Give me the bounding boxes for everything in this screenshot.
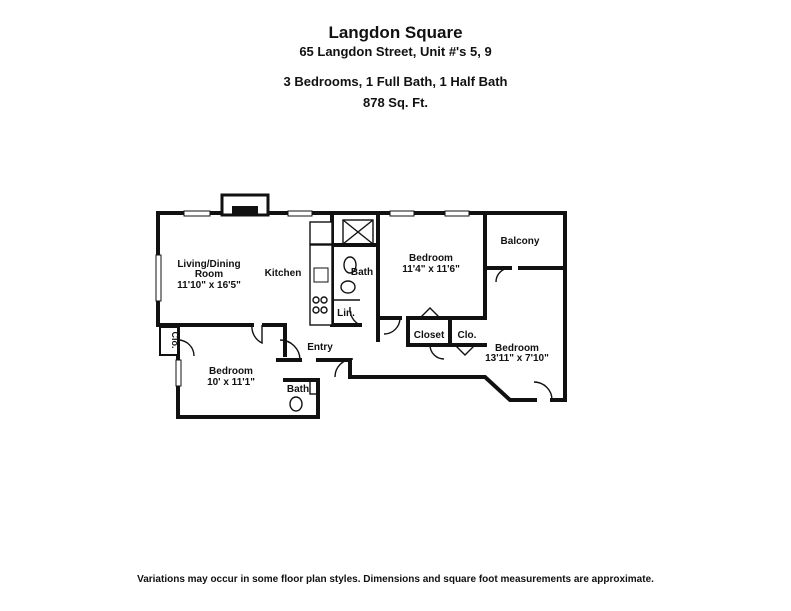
left-bedroom-label: Bedroom [209,366,253,377]
closet-left-label: Clo. [170,332,180,349]
living-room-label: Living/Dining [177,259,240,270]
balcony-label: Balcony [501,236,540,247]
left-bedroom-dims: 10' x 11'1" [207,377,255,388]
closet-label: Closet [414,330,445,341]
window [287,210,313,217]
fireplace [232,206,258,215]
stove-icon [312,296,328,314]
window [389,210,415,217]
main-bedroom-label: Bedroom [409,253,453,264]
bath-sink-icon [340,280,356,294]
full-bath-label: Bath [351,267,373,278]
kitchen-label: Kitchen [265,268,302,279]
shower-icon [342,219,374,245]
unit-layout: 3 Bedrooms, 1 Full Bath, 1 Half Bath [283,74,508,89]
right-bedroom-label: Bedroom [495,343,539,354]
window [175,359,182,387]
living-room-dims: 11'10" x 16'5" [177,280,241,291]
kitchen-counter [309,244,333,326]
unit-address: 65 Langdon Street, Unit #'s 5, 9 [299,44,492,59]
window [155,254,162,302]
closet-2-label: Clo. [458,330,477,341]
main-bedroom-dims: 11'4" x 11'6" [402,264,460,275]
refrigerator-icon [309,221,333,245]
door-swings [177,267,553,401]
toilet-icon [343,256,357,274]
toilet-icon [289,396,303,412]
half-bath-label: Bath [287,384,309,395]
right-bedroom-dims: 13'11" x 7'10" [485,353,549,364]
window [444,210,470,217]
bath-sink-icon [309,379,319,395]
living-room-label-2: Room [195,269,223,280]
linen-label: Lin. [337,308,355,319]
disclaimer: Variations may occur in some floor plan … [137,574,654,585]
window [183,210,211,217]
closet-left [159,326,179,356]
page-title: Langdon Square [328,23,463,42]
entry-label: Entry [307,342,333,353]
sink-icon [313,267,329,283]
unit-area: 878 Sq. Ft. [362,95,429,110]
